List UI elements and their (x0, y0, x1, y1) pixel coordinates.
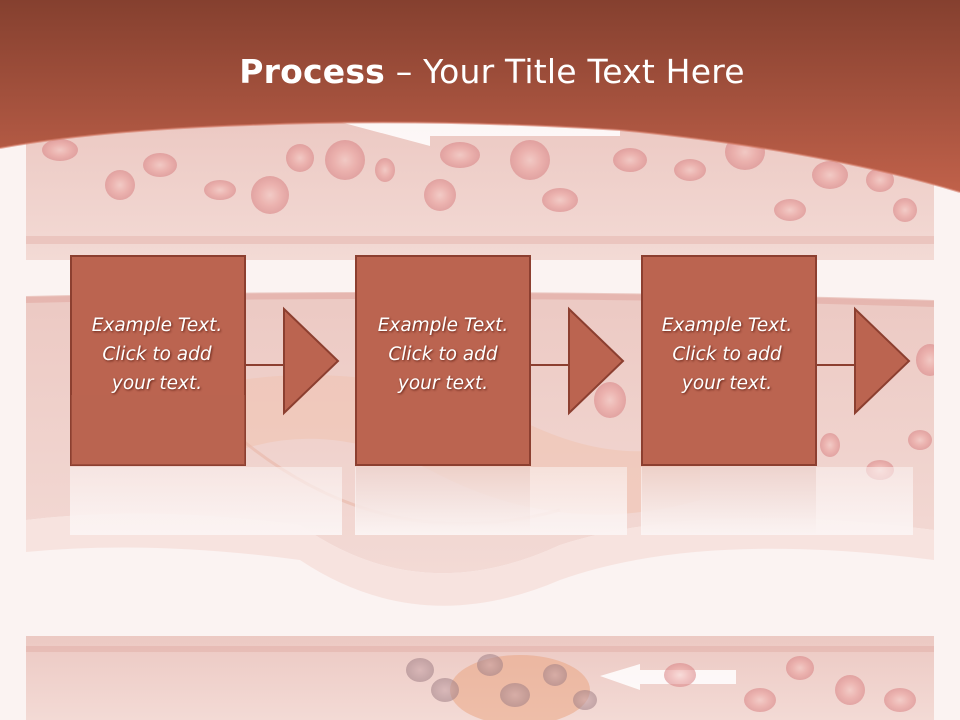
step-3-text[interactable]: Example Text. Click to add your text. (641, 311, 813, 398)
title-rest: – Your Title Text Here (385, 52, 745, 91)
title-bold: Process (239, 52, 386, 91)
step-3-line-1: Example Text. (661, 315, 793, 336)
step-2-line-1: Example Text. (377, 315, 509, 336)
step-1-text[interactable]: Example Text. Click to add your text. (71, 311, 243, 398)
step-2-line-2: Click to add (388, 344, 498, 365)
step-3-line-2: Click to add (672, 344, 782, 365)
step-1-line-3: your text. (111, 373, 203, 394)
step-2-shape[interactable] (355, 255, 627, 535)
step-3-line-3: your text. (681, 373, 773, 394)
step-2-text[interactable]: Example Text. Click to add your text. (357, 311, 529, 398)
step-2-line-3: your text. (397, 373, 489, 394)
step-3-shape[interactable] (641, 255, 913, 535)
step-1-shape[interactable] (70, 255, 342, 535)
step-1-line-2: Click to add (102, 344, 212, 365)
step-1-line-1: Example Text. (91, 315, 223, 336)
slide-title: Process – Your Title Text Here (0, 52, 960, 91)
